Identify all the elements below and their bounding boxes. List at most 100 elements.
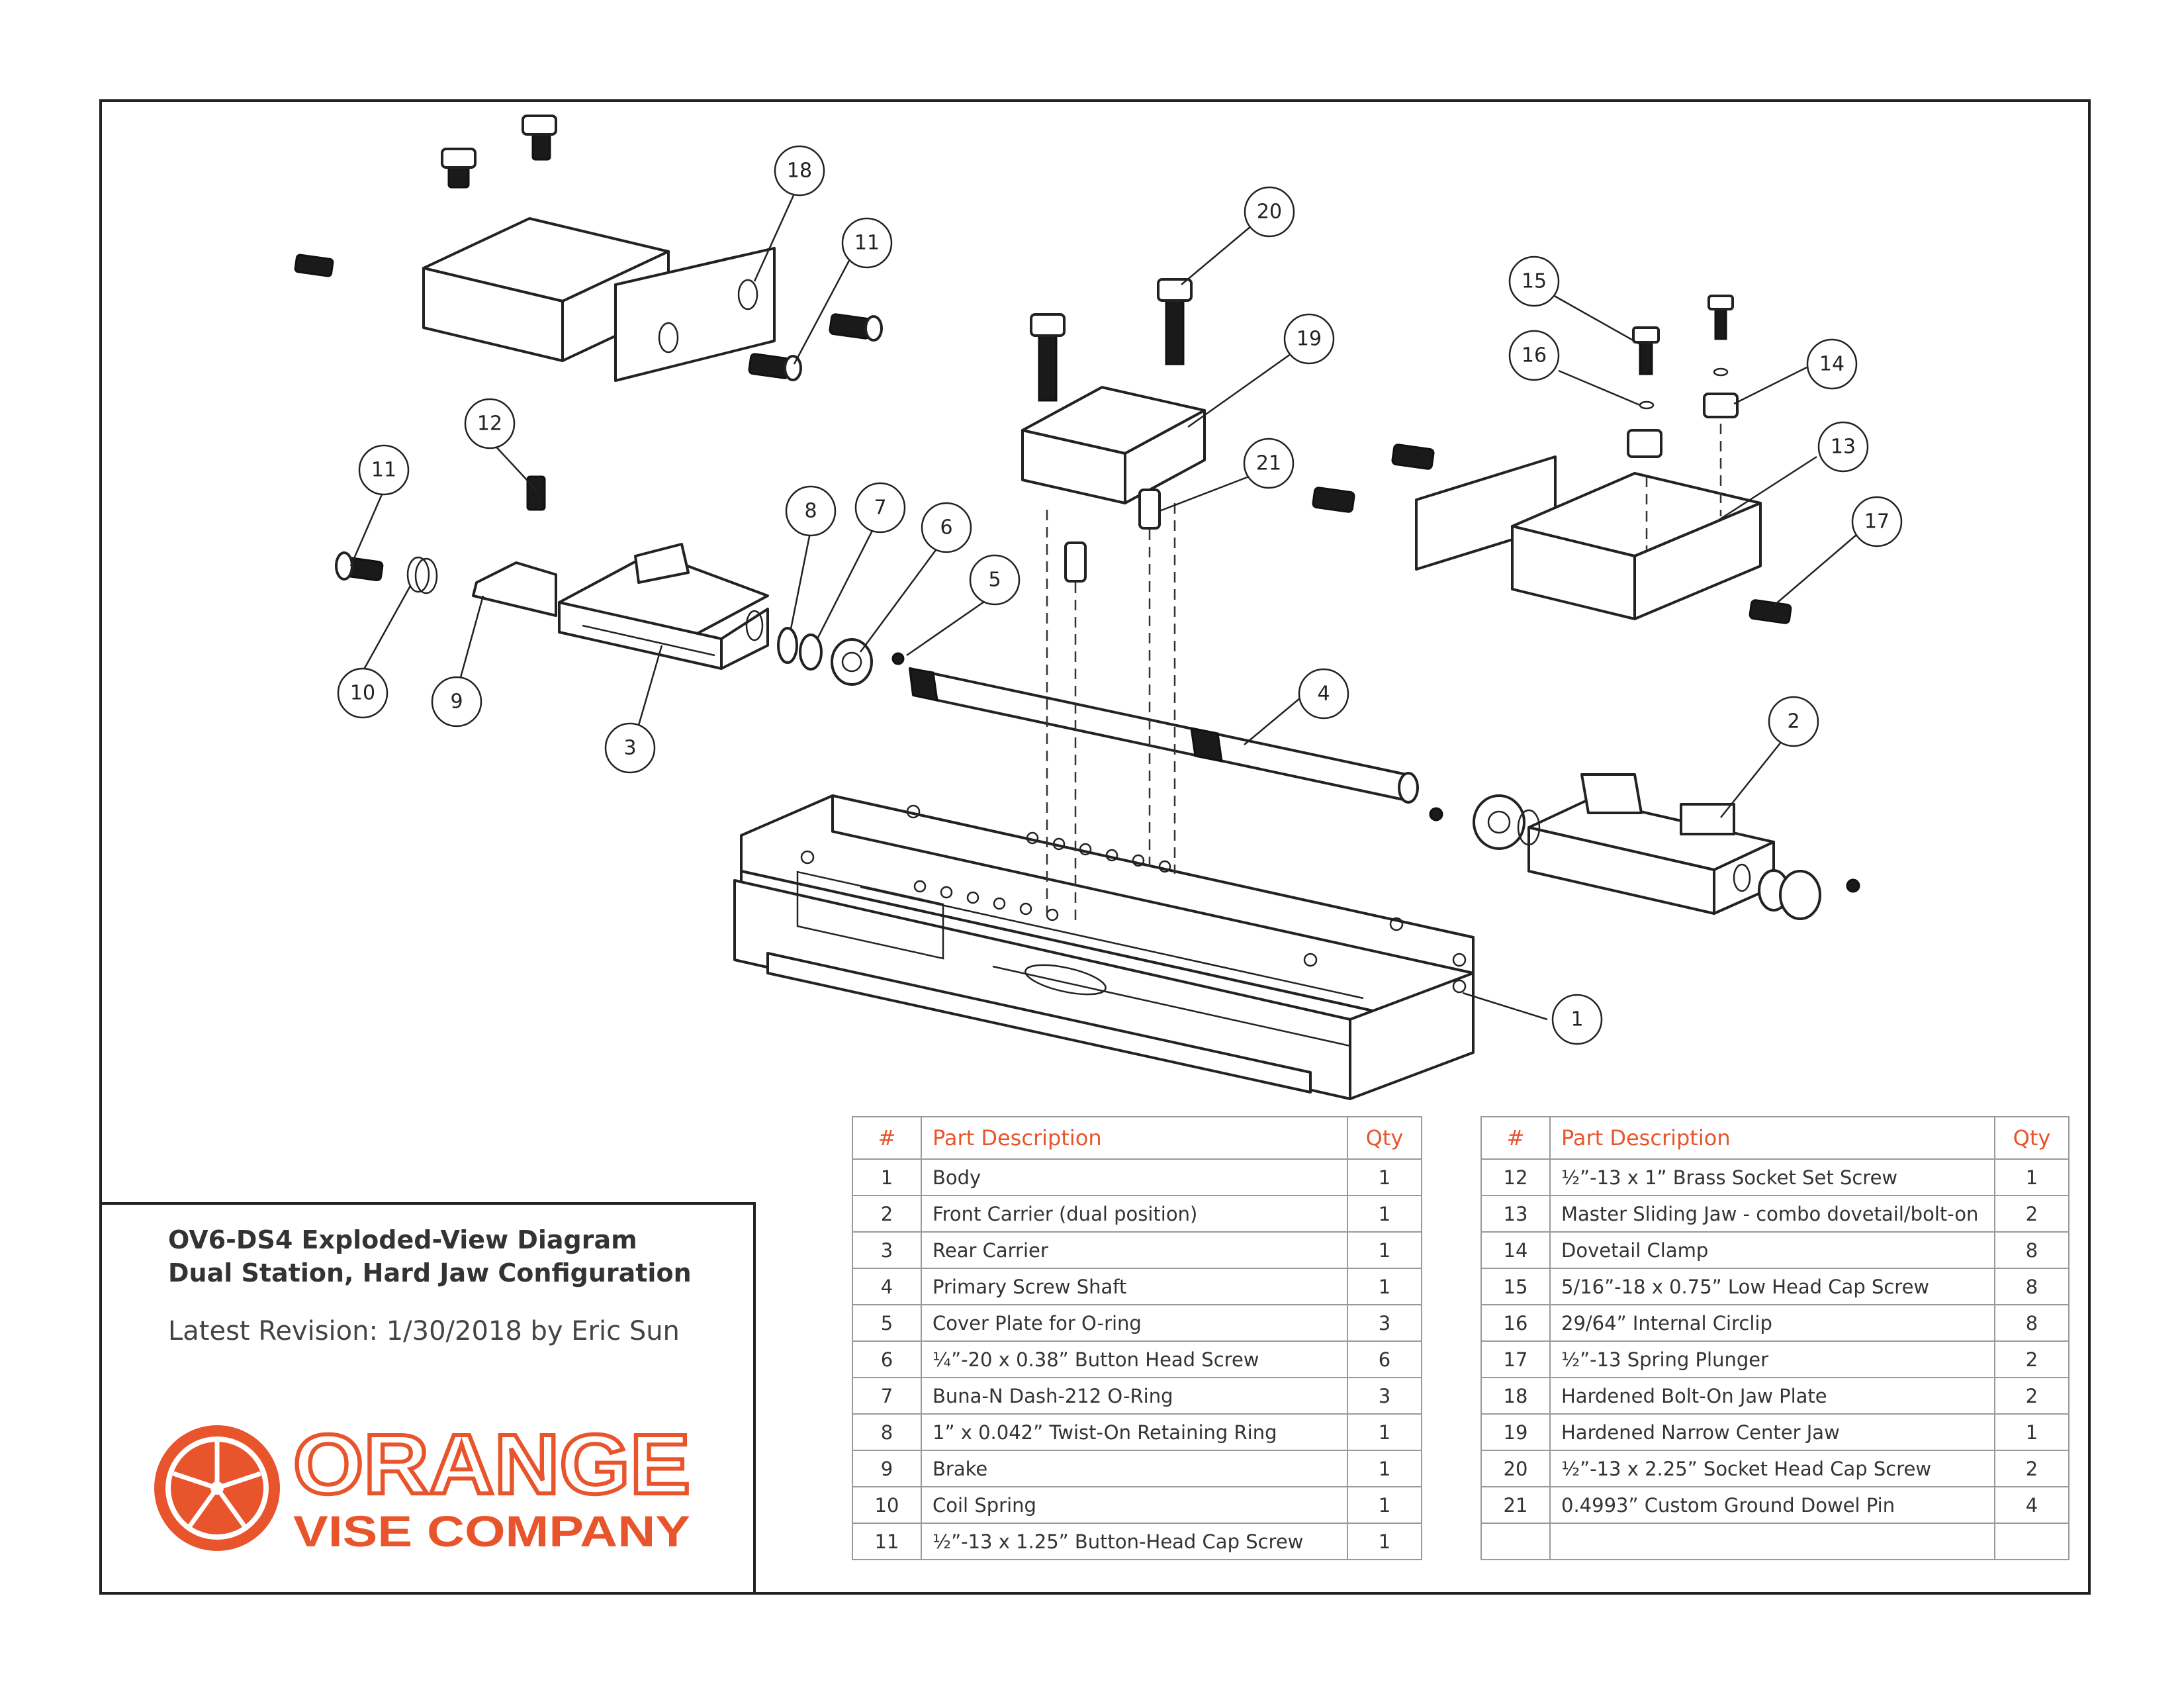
svg-text:3: 3: [623, 737, 636, 760]
callout-13: 13: [1817, 421, 1869, 473]
svg-text:21: 21: [1256, 452, 1281, 475]
callout-12: 12: [464, 398, 516, 449]
part-description: 29/64” Internal Circlip: [1549, 1304, 1995, 1342]
part-front-carrier: [1527, 773, 1775, 915]
logo-word-vise-company: VISE COMPANY: [293, 1507, 690, 1556]
callout-21: 21: [1243, 438, 1295, 489]
part-screw-shaft: [909, 667, 1419, 804]
callout-leaders: [349, 186, 1857, 1021]
part-description: Cover Plate for O-ring: [921, 1304, 1348, 1342]
callout-8: 8: [785, 485, 837, 537]
title-block: OV6-DS4 Exploded-View Diagram Dual Stati…: [101, 1202, 756, 1594]
part-qty: 4: [1994, 1486, 2070, 1524]
title-line-2: Dual Station, Hard Jaw Configuration: [168, 1258, 692, 1288]
part-number: 1: [852, 1158, 922, 1196]
part-number: 2: [852, 1195, 922, 1233]
svg-text:8: 8: [804, 500, 817, 523]
callout-bubbles: 1 2 3 4 5 6 7 8 9 10 11 11 12 13 14 15 1…: [337, 145, 1903, 1045]
svg-text:5: 5: [988, 569, 1001, 592]
part-description: Front Carrier (dual position): [921, 1195, 1348, 1233]
part-description: Hardened Bolt-On Jaw Plate: [1549, 1377, 1995, 1415]
svg-text:20: 20: [1257, 201, 1282, 224]
part-description: ½”-13 Spring Plunger: [1549, 1340, 1995, 1378]
callout-15: 15: [1508, 256, 1560, 307]
header-description: Part Description: [921, 1116, 1348, 1160]
part-description: 0.4993” Custom Ground Dowel Pin: [1549, 1486, 1995, 1524]
part-number: 9: [852, 1450, 922, 1487]
diagram-title: OV6-DS4 Exploded-View Diagram Dual Stati…: [168, 1223, 692, 1289]
header-qty: Qty: [1994, 1116, 2070, 1160]
callout-4: 4: [1298, 668, 1349, 720]
part-rear-carrier: [558, 543, 769, 670]
part-qty: 1: [1347, 1523, 1422, 1560]
part-description: Master Sliding Jaw - combo dovetail/bolt…: [1549, 1195, 1995, 1233]
part-number: 14: [1480, 1231, 1551, 1269]
part-description: ¼”-20 x 0.38” Button Head Screw: [921, 1340, 1348, 1378]
part-description: Primary Screw Shaft: [921, 1268, 1348, 1305]
part-qty: 1: [1347, 1486, 1422, 1524]
callout-14: 14: [1806, 338, 1858, 390]
header-qty: Qty: [1347, 1116, 1422, 1160]
header-number: #: [1480, 1116, 1551, 1160]
title-line-1: OV6-DS4 Exploded-View Diagram: [168, 1225, 637, 1254]
part-description: ½”-13 x 1.25” Button-Head Cap Screw: [921, 1523, 1348, 1560]
part-number: 16: [1480, 1304, 1551, 1342]
callout-1: 1: [1551, 994, 1603, 1045]
svg-text:10: 10: [350, 682, 375, 705]
part-qty: 8: [1994, 1231, 2070, 1269]
right-jaw-assembly: [1312, 295, 1792, 624]
svg-text:14: 14: [1819, 353, 1844, 376]
part-qty: 1: [1347, 1195, 1422, 1233]
part-number: 17: [1480, 1340, 1551, 1378]
part-number: [1480, 1523, 1551, 1560]
part-qty: 1: [1994, 1158, 2070, 1196]
part-number: 6: [852, 1340, 922, 1378]
part-qty: 1: [1347, 1450, 1422, 1487]
part-qty: 2: [1994, 1340, 2070, 1378]
part-qty: 1: [1347, 1413, 1422, 1451]
part-description: Body: [921, 1158, 1348, 1196]
part-qty: 2: [1994, 1377, 2070, 1415]
part-number: 8: [852, 1413, 922, 1451]
callout-10: 10: [337, 667, 388, 719]
part-description: [1549, 1523, 1995, 1560]
callout-5: 5: [969, 554, 1021, 606]
callout-11-top: 11: [841, 217, 893, 269]
svg-text:4: 4: [1317, 682, 1330, 706]
callout-3: 3: [604, 722, 656, 774]
upper-left-jaw-assembly: [294, 115, 883, 382]
part-qty: 1: [1347, 1268, 1422, 1305]
svg-text:1: 1: [1570, 1008, 1583, 1031]
part-qty: 1: [1994, 1413, 2070, 1451]
svg-text:15: 15: [1522, 270, 1547, 293]
part-number: 12: [1480, 1158, 1551, 1196]
svg-text:17: 17: [1864, 510, 1889, 534]
part-number: 3: [852, 1231, 922, 1269]
svg-text:13: 13: [1831, 436, 1856, 459]
callout-9: 9: [431, 676, 482, 727]
svg-text:18: 18: [787, 160, 812, 183]
part-description: Buna-N Dash-212 O-Ring: [921, 1377, 1348, 1415]
svg-text:6: 6: [940, 516, 952, 539]
callout-17: 17: [1851, 496, 1903, 547]
part-qty: 8: [1994, 1304, 2070, 1342]
part-qty: 2: [1994, 1195, 2070, 1233]
